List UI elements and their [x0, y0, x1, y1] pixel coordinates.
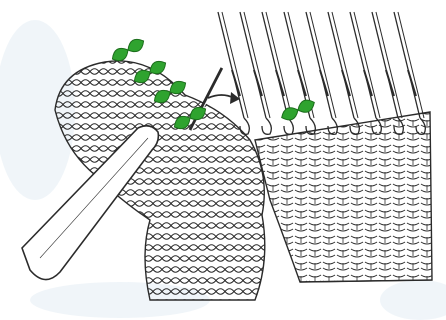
green-stitch-icon: [109, 36, 146, 64]
right-fabric: [255, 112, 432, 282]
latch-needle-bed: [218, 12, 425, 134]
arrow-right-icon: [208, 92, 240, 104]
